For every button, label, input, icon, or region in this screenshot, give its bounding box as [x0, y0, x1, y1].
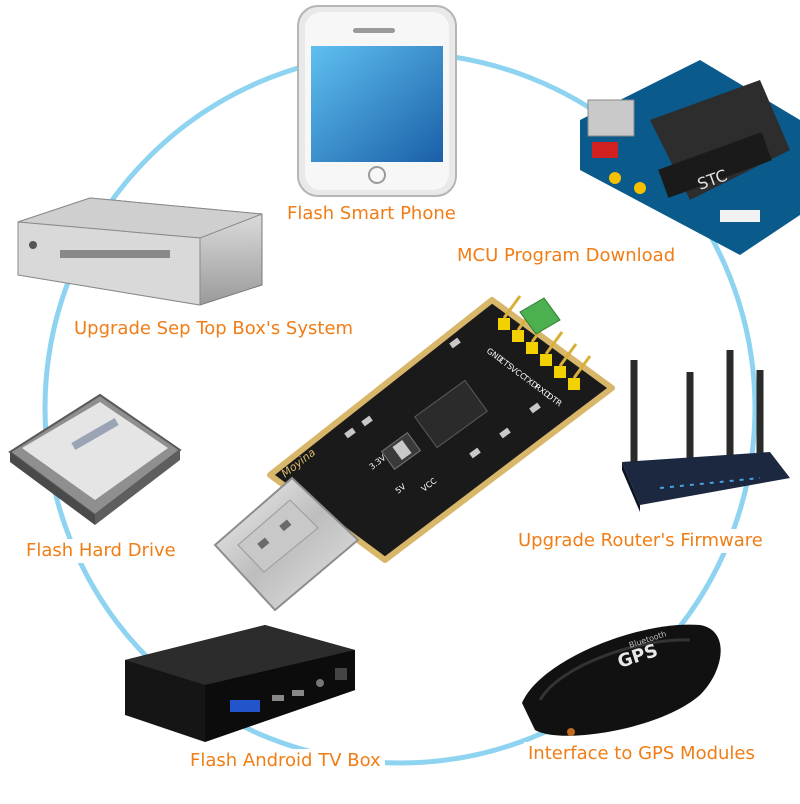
gps-module-image: GPS Bluetooth — [522, 624, 721, 736]
label-flash-android-tv-box: Flash Android TV Box — [186, 749, 385, 773]
chip — [414, 379, 488, 449]
jumper-cap — [519, 297, 561, 335]
label-flash-hard-drive: Flash Hard Drive — [22, 539, 180, 563]
label-mcu-program-download: MCU Program Download — [453, 244, 680, 268]
header-pins — [498, 295, 592, 390]
label-upgrade-set-top-box: Upgrade Sep Top Box's System — [70, 317, 358, 341]
usb-adapter-image: GND CTS VCC TXD RXD DTR Moyina VCC 3.3V … — [213, 295, 615, 612]
smart-phone-image — [297, 5, 457, 197]
mcu-board-image: STC — [580, 60, 800, 255]
label-flash-smart-phone: Flash Smart Phone — [283, 202, 460, 226]
android-tv-box-image — [125, 625, 355, 742]
label-interface-gps-modules: Interface to GPS Modules — [524, 742, 759, 766]
set-top-box-image — [17, 197, 263, 306]
label-upgrade-router-firmware: Upgrade Router's Firmware — [514, 529, 767, 553]
router-image — [622, 350, 790, 512]
hard-drive-image — [8, 393, 182, 525]
